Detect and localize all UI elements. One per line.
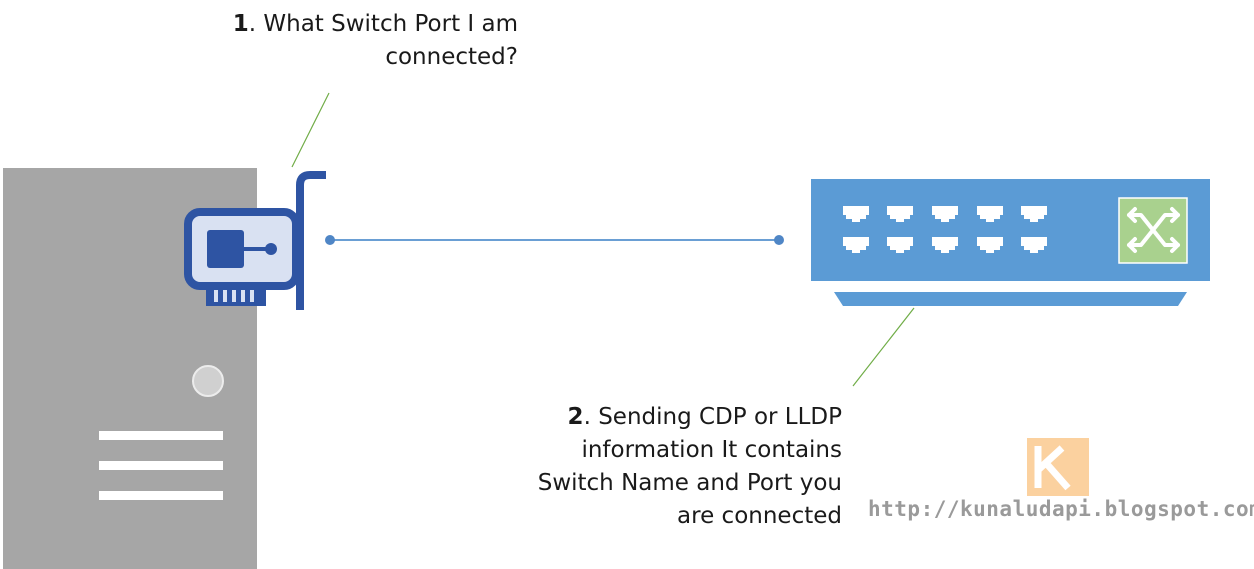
link-endpoint-switch xyxy=(774,235,784,245)
switch-base xyxy=(834,292,1187,306)
nic-trace-end xyxy=(265,243,277,255)
callout-1-line-2: connected? xyxy=(385,44,518,70)
network-card-icon xyxy=(184,171,326,310)
server-slot-2 xyxy=(99,461,223,470)
switch-ports xyxy=(843,206,1047,253)
callout-2-line-1-text: Sending CDP or LLDP xyxy=(598,404,842,430)
callout-2-line-1: 2. Sending CDP or LLDP xyxy=(567,404,842,430)
callout-1-pointer xyxy=(291,92,330,168)
callout-1-line-1: 1. What Switch Port I am xyxy=(232,11,518,37)
callout-2-line-3: Switch Name and Port you xyxy=(537,470,842,496)
nic-pins xyxy=(214,290,254,302)
watermark-url: http://kunaludapi.blogspot.com xyxy=(868,497,1254,521)
server-slot-1 xyxy=(99,431,223,440)
watermark-logo xyxy=(1027,438,1089,496)
nic-bracket xyxy=(296,171,326,310)
callout-2-number: 2 xyxy=(567,404,584,430)
server-power-button xyxy=(192,365,224,397)
link-endpoint-nic xyxy=(325,235,335,245)
callout-2-pointer xyxy=(852,307,915,387)
callout-1-number: 1 xyxy=(232,11,249,37)
callout-1-line-1-text: What Switch Port I am xyxy=(263,11,518,37)
callout-1-text: 1. What Switch Port I am connected? xyxy=(200,8,518,74)
network-switch-icon xyxy=(811,179,1210,306)
callout-2-line-2: information It contains xyxy=(581,437,842,463)
callout-2-line-4: are connected xyxy=(677,503,842,529)
callout-2-text: 2. Sending CDP or LLDP information It co… xyxy=(500,401,842,533)
network-link xyxy=(325,235,784,245)
server-slot-3 xyxy=(99,491,223,500)
switch-arrows-icon xyxy=(1118,197,1188,264)
nic-chip xyxy=(207,230,244,268)
